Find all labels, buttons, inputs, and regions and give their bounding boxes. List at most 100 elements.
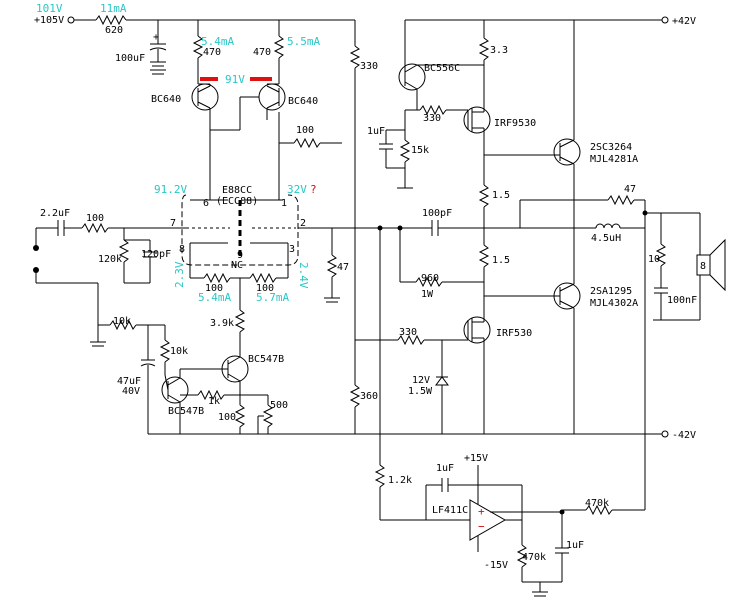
current-source bbox=[98, 319, 274, 434]
label-pin2: 2 bbox=[300, 218, 306, 229]
label-2sc: 2SC3264 bbox=[590, 142, 632, 153]
label-10ka: 10k bbox=[113, 316, 131, 327]
label-pos15: +15V bbox=[464, 453, 488, 464]
pos42-rail bbox=[405, 16, 669, 24]
label-op-plus: + bbox=[478, 505, 485, 518]
label-pos42: +42V bbox=[672, 16, 696, 27]
label-470kb: 470k bbox=[522, 552, 546, 563]
neg42-rail bbox=[148, 430, 669, 438]
label-tube: E88CC bbox=[222, 185, 252, 196]
label-330b: 330 bbox=[399, 327, 417, 338]
label-100pf: 100pF bbox=[422, 208, 452, 219]
transistor-bc640-left bbox=[191, 83, 219, 160]
resistor-47-tube bbox=[298, 227, 400, 303]
label-620: 620 bbox=[105, 25, 123, 36]
supply-105-rail bbox=[67, 14, 355, 26]
label-105v: +105V bbox=[34, 15, 64, 26]
capacitor-100uf: + bbox=[149, 20, 167, 71]
transistor-2sc3264 bbox=[553, 20, 581, 195]
label-pin6: 6 bbox=[203, 198, 209, 209]
label-360: 360 bbox=[360, 391, 378, 402]
label-1k: 1k bbox=[208, 396, 220, 407]
label-470a: 470 bbox=[203, 47, 221, 58]
servo-opamp bbox=[374, 228, 645, 597]
label-15a: 1.5 bbox=[492, 190, 510, 201]
cathode-network bbox=[189, 270, 289, 355]
label-nc: NC bbox=[231, 260, 243, 271]
vas-upper bbox=[379, 20, 490, 189]
label-120pf: 120pF bbox=[141, 249, 171, 260]
label-1uf: 1uF bbox=[367, 126, 385, 137]
label-912v: 91.2V bbox=[154, 183, 187, 196]
mosfet-irf530 bbox=[355, 312, 491, 434]
resistor-360 bbox=[349, 340, 361, 434]
label-100uf: 100uF bbox=[115, 53, 145, 64]
label-470b: 470 bbox=[253, 47, 271, 58]
label-330g: 330 bbox=[423, 113, 441, 124]
label-speaker: 8 bbox=[700, 261, 706, 272]
label-54ma-b: 5.4mA bbox=[198, 291, 231, 304]
label-op-minus: − bbox=[478, 520, 485, 533]
label-91v: 91V bbox=[225, 73, 245, 86]
label-12v: 12V bbox=[412, 375, 430, 386]
label-irf530: IRF530 bbox=[496, 328, 532, 339]
label-47uf: 47uF bbox=[117, 376, 141, 387]
label-neg42: -42V bbox=[672, 430, 696, 441]
label-22uf: 2.2uF bbox=[40, 208, 70, 219]
label-330top: 330 bbox=[360, 61, 378, 72]
label-39k: 3.9k bbox=[210, 318, 234, 329]
label-57ma: 5.7mA bbox=[256, 291, 289, 304]
label-bc556: BC556C bbox=[424, 63, 460, 74]
label-120k: 120k bbox=[98, 254, 122, 265]
label-100b: 100 bbox=[218, 412, 236, 423]
label-neg15: -15V bbox=[484, 560, 508, 571]
label-pin1: 1 bbox=[281, 198, 287, 209]
label-100a: 100 bbox=[296, 125, 314, 136]
label-12k: 1.2k bbox=[388, 475, 412, 486]
mosfet-irf9530 bbox=[463, 104, 491, 185]
label-32v-q: ? bbox=[310, 183, 317, 196]
label-bc640a: BC640 bbox=[151, 94, 181, 105]
label-100k1: 100 bbox=[205, 283, 223, 294]
label-mjl4281: MJL4281A bbox=[590, 154, 638, 165]
label-33: 3.3 bbox=[490, 45, 508, 56]
label-pin3: 3 bbox=[289, 244, 295, 255]
label-45uh: 4.5uH bbox=[591, 233, 621, 244]
label-960w: 1W bbox=[421, 289, 434, 300]
label-24v: 2.4V bbox=[297, 262, 310, 289]
label-bc547a: BC547B bbox=[248, 354, 284, 365]
label-bc547b: BC547B bbox=[168, 406, 204, 417]
label-pin7: 7 bbox=[170, 218, 176, 229]
label-pin8: 8 bbox=[179, 244, 185, 255]
label-1ub: 1uF bbox=[436, 463, 454, 474]
label-40v: 40V bbox=[122, 386, 140, 397]
input-network bbox=[33, 220, 186, 325]
label-100k2: 100 bbox=[256, 283, 274, 294]
label-100nf: 100nF bbox=[667, 295, 697, 306]
resistors-1r5 bbox=[478, 154, 560, 312]
resistor-470-right bbox=[273, 20, 285, 84]
tube-e88cc bbox=[181, 160, 299, 270]
label-500: 500 bbox=[270, 400, 288, 411]
label-15k: 15k bbox=[411, 145, 429, 156]
svg-text:+: + bbox=[153, 32, 159, 43]
label-15w: 1.5W bbox=[408, 386, 433, 397]
resistor-330-top bbox=[349, 20, 361, 385]
label-47o: 47 bbox=[624, 184, 636, 195]
output-network bbox=[484, 194, 726, 510]
label-2sa: 2SA1295 bbox=[590, 286, 632, 297]
label-100in: 100 bbox=[86, 213, 104, 224]
label-55ma: 5.5mA bbox=[287, 35, 320, 48]
label-bc640b: BC640 bbox=[288, 96, 318, 107]
label-opamp: LF411C bbox=[432, 505, 468, 516]
resistor-470-left bbox=[192, 20, 204, 84]
resistor-100-plate bbox=[279, 137, 342, 149]
label-pin9: 9 bbox=[237, 250, 243, 261]
label-47: 47 bbox=[337, 262, 349, 273]
label-15b: 1.5 bbox=[492, 255, 510, 266]
label-10z: 10 bbox=[648, 254, 660, 265]
label-1uc: 1uF bbox=[566, 540, 584, 551]
label-54ma: 5.4mA bbox=[201, 35, 234, 48]
label-11ma: 11mA bbox=[100, 2, 127, 15]
